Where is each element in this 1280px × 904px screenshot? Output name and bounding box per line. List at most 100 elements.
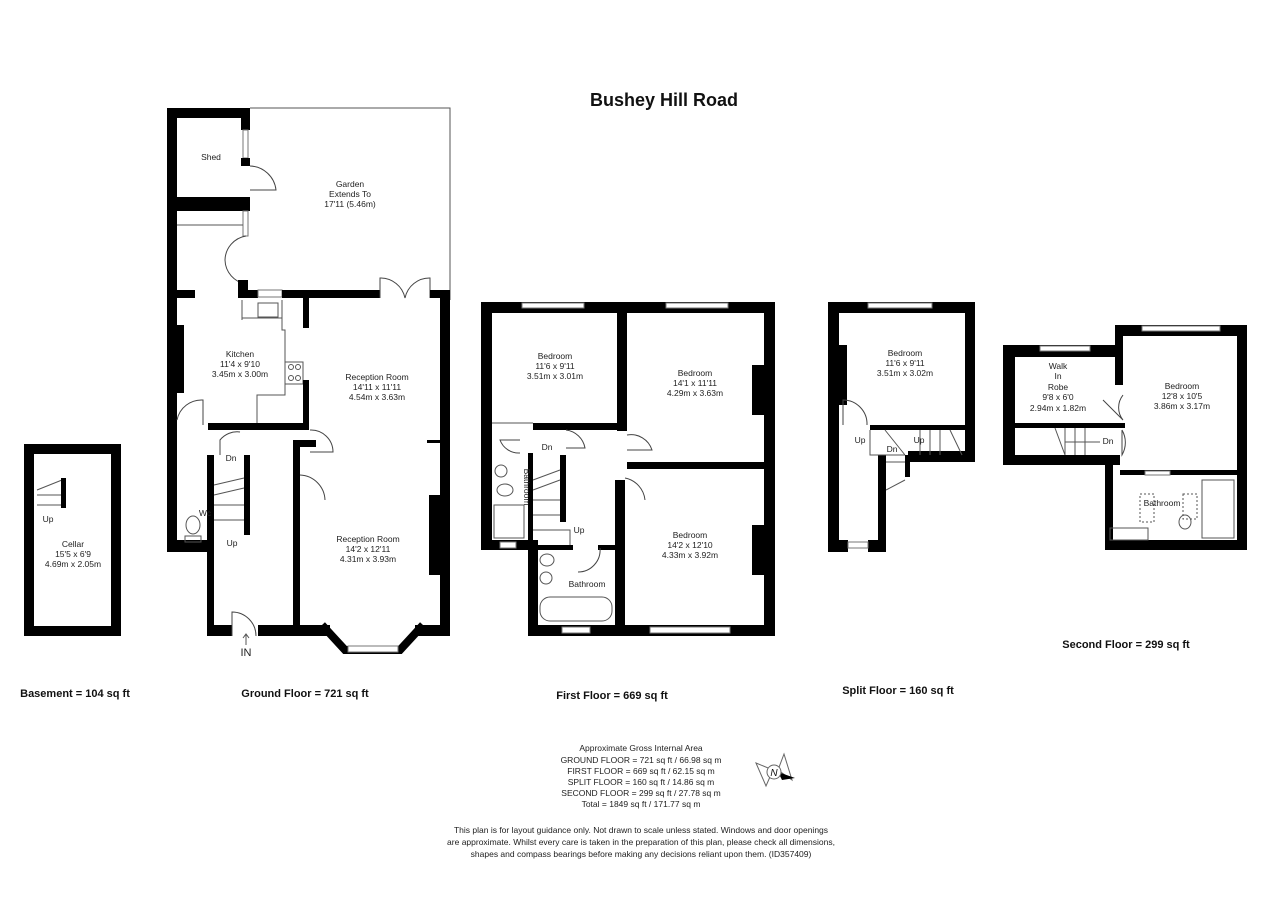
cellar-name: Cellar (62, 539, 84, 549)
window (521, 302, 585, 309)
area-first: FIRST FLOOR = 669 sq ft / 62.15 sq m (567, 766, 714, 776)
wall (1120, 470, 1247, 475)
door (219, 431, 241, 455)
cistern (184, 535, 202, 543)
first-bedroom3-metric: 4.33m x 3.92m (662, 550, 718, 560)
second-area-label: Second Floor = 299 sq ft (1062, 639, 1190, 651)
wall (303, 380, 309, 430)
window (1039, 345, 1091, 352)
wall (627, 462, 764, 469)
door (309, 429, 334, 453)
window (847, 541, 869, 549)
wall (615, 480, 625, 625)
split-area-label: Split Floor = 160 sq ft (842, 685, 954, 697)
wall (528, 540, 538, 636)
wc-label: Wc (199, 508, 212, 518)
door (577, 547, 601, 573)
hob-ring (295, 364, 301, 370)
garden-door (224, 235, 247, 285)
hob-ring (288, 364, 294, 370)
hob-ring (288, 375, 294, 381)
page-title: Bushey Hill Road (590, 90, 738, 110)
second-bedroom-imperial: 12'8 x 10'5 (1162, 391, 1203, 401)
door (1121, 429, 1126, 457)
area-summary: Approximate Gross Internal Area GROUND F… (561, 743, 722, 809)
toilet-icon (539, 553, 555, 567)
wall (167, 108, 250, 118)
cellar-stairs (36, 479, 63, 506)
wall (167, 540, 214, 552)
window (649, 626, 731, 634)
basin-icon (539, 571, 553, 585)
wall (617, 313, 627, 431)
storage (1139, 493, 1155, 523)
reception1-name: Reception Room (345, 372, 408, 382)
wall (908, 451, 975, 462)
wall (598, 545, 618, 550)
first-stair-up: Up (574, 525, 585, 535)
wall (764, 302, 775, 636)
first-floor-plan: Bedroom 11'6 x 9'11 3.51m x 3.01m Bedroo… (481, 302, 775, 702)
toilet-icon (185, 515, 201, 535)
reception2-name: Reception Room (336, 534, 399, 544)
second-bedroom-name: Bedroom (1165, 381, 1200, 391)
second-bedroom-metric: 3.86m x 3.17m (1154, 401, 1210, 411)
wall (1105, 540, 1247, 550)
wall (244, 455, 250, 535)
wall (828, 302, 839, 552)
kitchen-name: Kitchen (226, 349, 255, 359)
wall (533, 423, 627, 430)
hob-icon (284, 361, 304, 385)
compass-icon: N (755, 752, 795, 788)
second-floor-plan: Walk In Robe 9'8 x 6'0 2.94m x 1.82m Bed… (1003, 325, 1247, 651)
basin-icon (494, 464, 508, 478)
window (257, 289, 283, 298)
window (1144, 470, 1171, 476)
ground-stair-dn: Dn (226, 453, 237, 463)
wall (427, 440, 440, 443)
wall (965, 302, 975, 462)
shed-label: Shed (201, 152, 221, 162)
robe-l2: In (1054, 371, 1061, 381)
split-stair-up1: Up (855, 435, 866, 445)
garden-dimension: 17'11 (5.46m) (324, 199, 376, 209)
reception2-metric: 4.31m x 3.93m (340, 554, 396, 564)
wall (241, 108, 250, 130)
shower-icon (493, 504, 525, 539)
wall (1115, 325, 1123, 385)
garden-name: Garden (336, 179, 365, 189)
door (626, 434, 653, 451)
wall (905, 455, 910, 477)
garden-line2: Extends To (329, 189, 371, 199)
window (242, 210, 249, 237)
chimney (174, 325, 184, 393)
disclaimer-line-1: This plan is for layout guidance only. N… (454, 825, 828, 835)
wall (560, 455, 566, 522)
first-bedroom1-metric: 3.51m x 3.01m (527, 371, 583, 381)
window (867, 302, 933, 309)
first-bedroom2-imperial: 14'1 x 11'11 (673, 378, 717, 388)
area-split: SPLIT FLOOR = 160 sq ft / 14.86 sq m (568, 777, 715, 787)
window (499, 541, 517, 549)
reception1-metric: 4.54m x 3.63m (349, 392, 405, 402)
window (1141, 325, 1221, 332)
chimney (839, 345, 847, 405)
hob-ring (295, 375, 301, 381)
door (842, 399, 868, 426)
area-heading: Approximate Gross Internal Area (579, 743, 703, 753)
door (624, 477, 646, 501)
sink-icon (257, 302, 279, 318)
garden-boundary (250, 107, 451, 300)
bathroom-label: Bathroom (569, 579, 606, 589)
chimney (752, 525, 764, 575)
door (499, 439, 521, 454)
entrance-arrow-icon (242, 633, 250, 645)
split-stair-up2: Up (914, 435, 925, 445)
area-second: SECOND FLOOR = 299 sq ft / 27.78 sq m (561, 788, 720, 798)
window (242, 129, 249, 159)
wall (238, 280, 248, 298)
wall (208, 423, 309, 430)
shed-door (249, 165, 277, 191)
wall (303, 298, 309, 328)
reception1-imperial: 14'11 x 11'11 (353, 382, 401, 392)
